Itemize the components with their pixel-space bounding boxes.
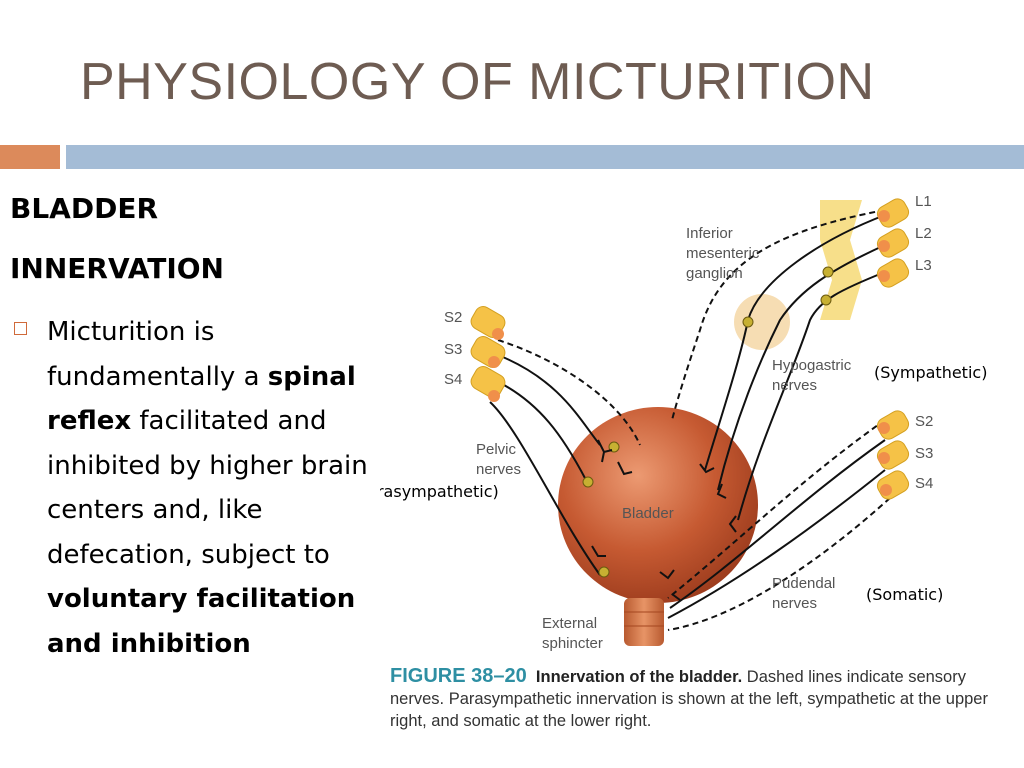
sacral-left-label-s4: S4 xyxy=(444,371,462,388)
somatic-sensory-nerves xyxy=(667,419,891,631)
lumbar-label-3: L3 xyxy=(915,257,932,274)
label-pelvic: Pelvic xyxy=(476,441,517,458)
external-sphincter-shape xyxy=(624,598,664,646)
label-hypogastric: Hypogastric xyxy=(772,357,852,374)
nerve-endings xyxy=(591,439,737,601)
label-mesenteric: mesenteric xyxy=(686,245,760,262)
sacral-right-segment-ends xyxy=(878,422,892,496)
bullet-text-part1: Micturition is fundamentally a xyxy=(47,317,268,392)
label-sympathetic: (Sympathetic) xyxy=(874,363,987,382)
ganglion-synapses xyxy=(582,266,834,578)
label-parasympathetic: (Parasympathetic) xyxy=(380,482,499,501)
heading-innervation: INNERVATION xyxy=(10,252,224,285)
accent-bar-orange xyxy=(0,145,60,169)
bladder-innervation-diagram: L1 L2 L3 S2 S3 S4 S2 S3 S4 Inferior mese… xyxy=(380,193,987,652)
lumbar-segment-ends xyxy=(878,210,890,282)
label-ganglion: ganglion xyxy=(686,265,743,282)
bladder-shape xyxy=(558,407,758,603)
sacral-right-label-s4: S4 xyxy=(915,475,933,492)
lumbar-segments xyxy=(876,198,910,288)
label-somatic: (Somatic) xyxy=(866,585,943,604)
figure-caption: FIGURE 38–20 Innervation of the bladder.… xyxy=(390,665,1010,732)
parasympathetic-nerves xyxy=(489,354,601,576)
sacral-left-segments xyxy=(470,306,506,398)
somatic-nerves xyxy=(667,439,886,619)
bullet-text: Micturition is fundamentally a spinal re… xyxy=(47,310,382,666)
caption-title: Innervation of the bladder. xyxy=(535,668,743,686)
accent-bar-blue xyxy=(66,145,1024,169)
parasympathetic-sensory-nerves xyxy=(497,339,641,446)
bullet-icon xyxy=(14,322,27,335)
label-hypogastric-nerves: nerves xyxy=(772,377,817,394)
bullet-text-part2: facilitated and inhibited by higher brai… xyxy=(47,406,368,570)
lumbar-label-1: L1 xyxy=(915,193,932,210)
label-pudendal: Pudendal xyxy=(772,575,835,592)
slide-title: PHYSIOLOGY OF MICTURITION xyxy=(80,53,875,111)
label-sphincter: sphincter xyxy=(542,635,603,652)
caption-text: Dashed lines indicate sensory nerves. Pa… xyxy=(390,668,988,730)
sacral-left-label-s2: S2 xyxy=(444,309,462,326)
sacral-left-segment-ends xyxy=(488,328,504,402)
label-external: External xyxy=(542,615,597,632)
label-bladder: Bladder xyxy=(622,505,674,522)
sacral-left-label-s3: S3 xyxy=(444,341,462,358)
sacral-right-label-s3: S3 xyxy=(915,445,933,462)
sacral-right-segments xyxy=(876,410,910,500)
heading-bladder: BLADDER xyxy=(10,192,159,225)
label-inferior: Inferior xyxy=(686,225,733,242)
inferior-mesenteric-ganglion xyxy=(734,294,790,350)
lumbar-label-2: L2 xyxy=(915,225,932,242)
bullet-text-bold-voluntary: voluntary facilitation and inhibition xyxy=(47,584,356,659)
sacral-right-label-s2: S2 xyxy=(915,413,933,430)
bullet-text-bold-spinal-reflex: spinal reflex xyxy=(47,361,356,437)
caption-figure-number: FIGURE 38–20 xyxy=(390,665,527,687)
sympathetic-sensory-nerves xyxy=(671,209,886,421)
label-pudendal-nerves: nerves xyxy=(772,595,817,612)
label-pelvic-nerves: nerves xyxy=(476,461,521,478)
